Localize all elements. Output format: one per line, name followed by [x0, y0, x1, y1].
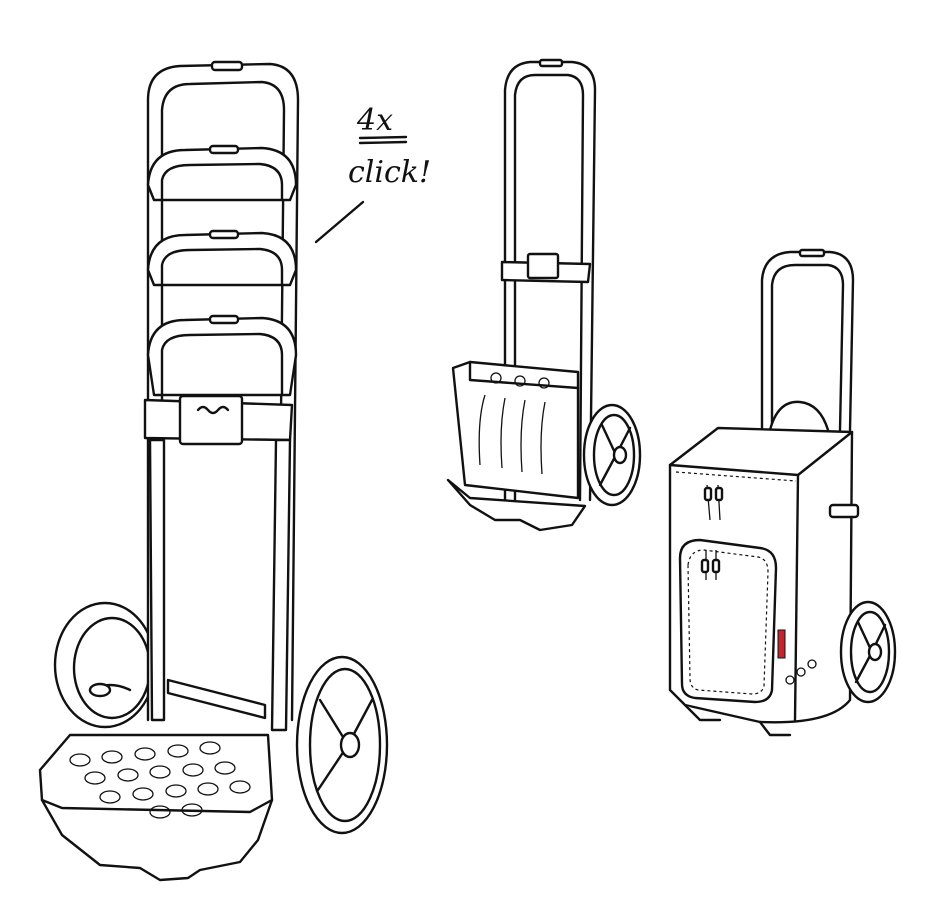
click-annotation: 4x click! [314, 103, 431, 244]
front-pocket [678, 538, 778, 704]
bag-trolley-feet [683, 703, 792, 737]
foot-plate [38, 733, 274, 882]
bag-carry-handle [768, 400, 830, 432]
crate-trolley-base [446, 478, 587, 532]
bag-trolley-wheel [839, 600, 897, 704]
bag-trolley [668, 248, 897, 737]
pointer-line [314, 200, 365, 244]
annotation-count: 4x [356, 103, 393, 138]
crate-trolley-wheel [582, 403, 642, 507]
right-wheel [295, 655, 389, 835]
bag-vents [785, 659, 817, 685]
left-wheel [53, 601, 157, 729]
brand-tag [777, 629, 786, 659]
handle-clamp [143, 394, 294, 446]
handle-positions [146, 144, 298, 397]
bottle-crate [451, 360, 580, 500]
annotation-action: click! [348, 155, 431, 190]
axle-bar [166, 678, 267, 720]
folding-trolley [38, 60, 389, 882]
crate-trolley [446, 58, 642, 532]
